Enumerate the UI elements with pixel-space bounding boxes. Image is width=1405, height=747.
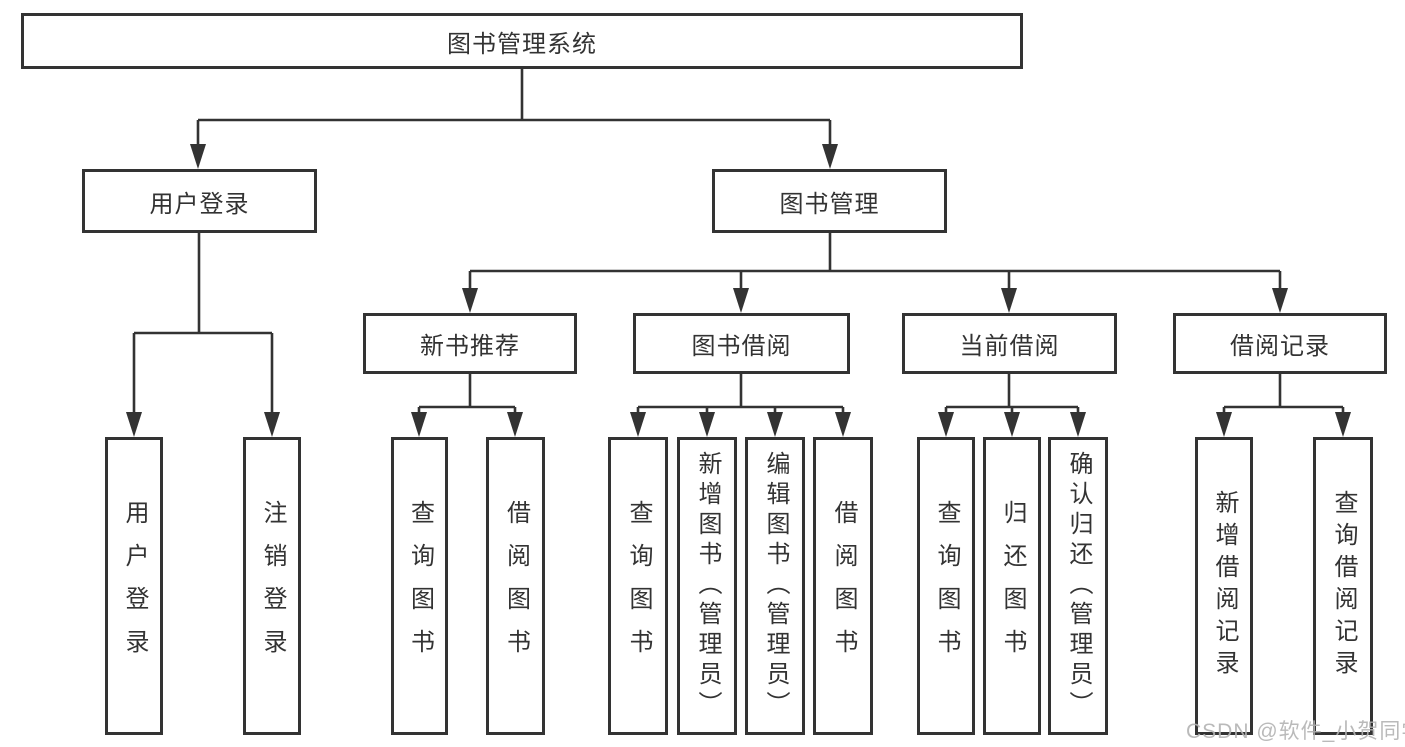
leaf-user-login: 用户登录 xyxy=(105,437,163,735)
leaf-borrow-books-2-label: 借阅图书 xyxy=(830,500,857,672)
leaf-query-books-1: 查询图书 xyxy=(391,437,448,735)
leaf-query-books-3-label: 查询图书 xyxy=(933,500,960,672)
node-book-borrowing-label: 图书借阅 xyxy=(691,333,792,360)
leaf-add-borrow-record-label: 新增借阅记录 xyxy=(1211,490,1238,682)
leaf-query-books-2: 查询图书 xyxy=(608,437,668,735)
node-user-login-label: 用户登录 xyxy=(149,190,250,218)
leaf-query-borrow-record-label: 查询借阅记录 xyxy=(1330,490,1357,682)
node-new-book-recommend: 新书推荐 xyxy=(363,313,577,374)
csdn-watermark: CSDN @软件_小贺同学 xyxy=(1186,720,1405,743)
leaf-user-login-label: 用户登录 xyxy=(121,500,148,672)
leaf-confirm-return-admin-label: 确认归还（管理员） xyxy=(1065,451,1092,721)
leaf-logout: 注销登录 xyxy=(243,437,301,735)
node-book-management-label: 图书管理 xyxy=(779,190,880,218)
leaf-borrow-books-1-label: 借阅图书 xyxy=(502,500,530,672)
leaf-query-books-2-label: 查询图书 xyxy=(625,500,652,672)
leaf-confirm-return-admin: 确认归还（管理员） xyxy=(1048,437,1108,735)
leaf-logout-label: 注销登录 xyxy=(259,500,286,672)
leaf-query-books-3: 查询图书 xyxy=(917,437,975,735)
leaf-add-book-admin: 新增图书（管理员） xyxy=(677,437,737,735)
node-user-login: 用户登录 xyxy=(82,169,317,233)
leaf-borrow-books-2: 借阅图书 xyxy=(813,437,873,735)
leaf-return-books: 归还图书 xyxy=(983,437,1041,735)
node-root-label: 图书管理系统 xyxy=(447,30,597,58)
leaf-return-books-label: 归还图书 xyxy=(999,500,1026,672)
leaf-query-books-1-label: 查询图书 xyxy=(406,500,434,672)
node-new-book-recommend-label: 新书推荐 xyxy=(420,333,520,360)
leaf-add-borrow-record: 新增借阅记录 xyxy=(1195,437,1253,735)
leaf-edit-book-admin: 编辑图书（管理员） xyxy=(745,437,805,735)
node-book-borrowing: 图书借阅 xyxy=(633,313,850,374)
node-borrowing-records: 借阅记录 xyxy=(1173,313,1387,374)
node-current-borrowing-label: 当前借阅 xyxy=(959,333,1060,360)
leaf-borrow-books-1: 借阅图书 xyxy=(486,437,545,735)
node-borrowing-records-label: 借阅记录 xyxy=(1230,333,1330,360)
node-current-borrowing: 当前借阅 xyxy=(902,313,1117,374)
node-book-management: 图书管理 xyxy=(712,169,947,233)
leaf-add-book-admin-label: 新增图书（管理员） xyxy=(694,451,721,721)
leaf-query-borrow-record: 查询借阅记录 xyxy=(1313,437,1373,735)
leaf-edit-book-admin-label: 编辑图书（管理员） xyxy=(762,451,789,721)
node-root: 图书管理系统 xyxy=(21,13,1023,69)
